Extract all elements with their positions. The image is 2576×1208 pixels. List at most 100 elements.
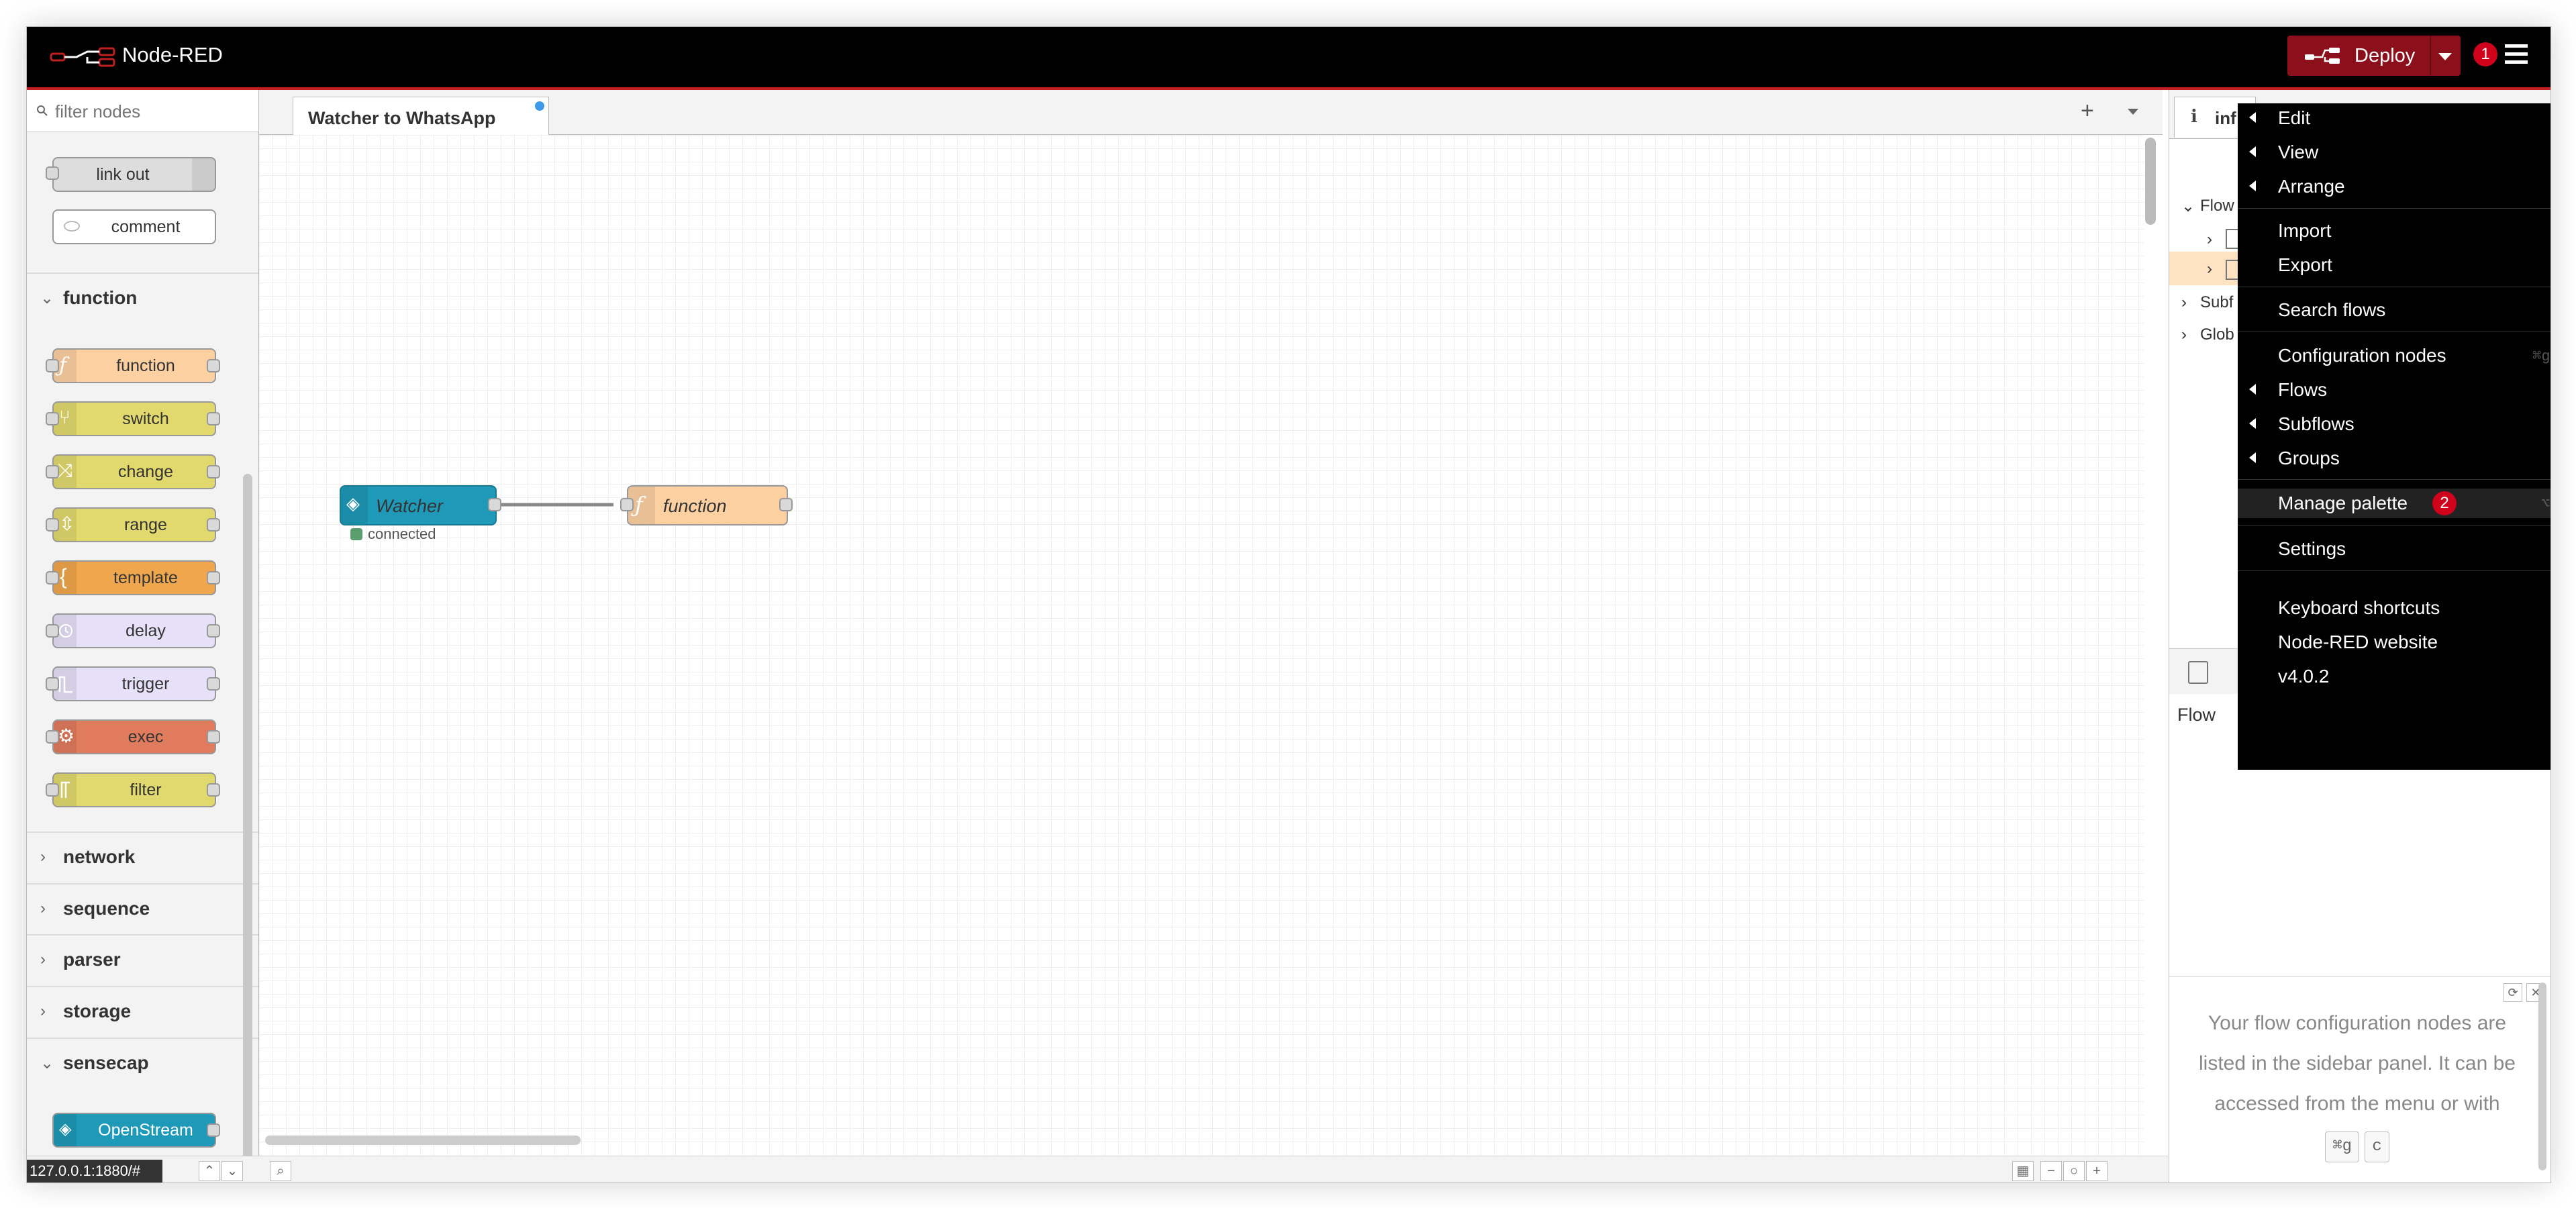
palette-node-trigger[interactable]: trigger bbox=[52, 666, 216, 701]
main-menu: Edit View Arrange Import⌘i Export⌘e Sear… bbox=[2238, 103, 2551, 770]
palette-scrollbar[interactable] bbox=[243, 474, 252, 1165]
chevron-down-icon: ⌄ bbox=[40, 1054, 54, 1072]
palette-node-range[interactable]: ⇳ range bbox=[52, 507, 216, 542]
canvas-vertical-scrollbar[interactable] bbox=[2145, 138, 2156, 225]
menu-item-keyboard-shortcuts[interactable]: Keyboard shortcuts⇧? bbox=[2238, 593, 2550, 623]
search-icon bbox=[37, 105, 48, 116]
chevron-right-icon[interactable]: › bbox=[2181, 293, 2187, 311]
category-parser[interactable]: › parser bbox=[27, 934, 258, 984]
refresh-icon[interactable]: ⟳ bbox=[2504, 983, 2522, 1002]
output-port[interactable] bbox=[779, 498, 793, 511]
input-port bbox=[46, 359, 59, 372]
menu-item-export[interactable]: Export⌘e bbox=[2238, 250, 2550, 280]
section-label: Flow bbox=[2177, 705, 2216, 725]
palette-node-template[interactable]: { template bbox=[52, 560, 216, 595]
help-panel: ⟳ ✕ Your flow configuration nodes are li… bbox=[2169, 976, 2550, 1182]
flow-node-function[interactable]: ƒ function bbox=[627, 485, 788, 525]
search-icon[interactable]: ⌕ bbox=[270, 1161, 291, 1181]
menu-item-manage-palette[interactable]: Manage palette⌥⇧p 2 bbox=[2238, 489, 2550, 518]
palette-node-openstream[interactable]: ◈ OpenStream bbox=[52, 1113, 216, 1148]
deploy-dropdown-icon[interactable] bbox=[2438, 53, 2452, 60]
output-port[interactable] bbox=[488, 498, 501, 511]
output-port bbox=[207, 465, 220, 479]
deploy-button[interactable]: Deploy bbox=[2287, 36, 2461, 76]
palette-expand-down-icon[interactable]: ⌄ bbox=[221, 1161, 243, 1181]
wire[interactable] bbox=[259, 135, 796, 538]
app-window: Node-RED Deploy 1 link out bbox=[26, 26, 2551, 1183]
template-icon: { bbox=[54, 562, 77, 594]
menu-item-configuration-nodes[interactable]: Configuration nodes⌘g c bbox=[2238, 341, 2550, 370]
category-network[interactable]: › network bbox=[27, 832, 258, 881]
palette-node-function[interactable]: ƒ function bbox=[52, 348, 216, 383]
palette-node-label: exec bbox=[128, 727, 164, 746]
zoom-out-icon[interactable]: − bbox=[2040, 1161, 2062, 1181]
menu-item-label: Node-RED website bbox=[2278, 632, 2438, 652]
input-port bbox=[46, 465, 59, 479]
menu-item-settings[interactable]: Settings⌘, bbox=[2238, 534, 2550, 564]
category-storage[interactable]: › storage bbox=[27, 986, 258, 1036]
add-flow-icon[interactable]: + bbox=[2081, 98, 2094, 123]
category-sequence[interactable]: › sequence bbox=[27, 883, 258, 933]
menu-item-edit[interactable]: Edit bbox=[2238, 103, 2550, 133]
canvas-horizontal-scrollbar[interactable] bbox=[265, 1136, 581, 1145]
header-bar: Node-RED Deploy 1 bbox=[27, 27, 2550, 90]
palette-node-label: comment bbox=[111, 217, 181, 236]
menu-item-groups[interactable]: Groups bbox=[2238, 444, 2550, 473]
zoom-reset-icon[interactable]: ○ bbox=[2063, 1161, 2085, 1181]
tab-info-label: inf bbox=[2215, 108, 2236, 128]
flow-canvas[interactable]: ◈ Watcher connected ƒ function bbox=[259, 135, 2144, 1155]
palette-node-comment[interactable]: comment bbox=[52, 209, 216, 244]
main-menu-button[interactable] bbox=[2505, 44, 2528, 64]
submenu-arrow-icon bbox=[2249, 384, 2256, 395]
status-url: 127.0.0.1:1880/# bbox=[27, 1160, 162, 1182]
menu-shortcut: ⌘f bbox=[2550, 302, 2551, 319]
menu-item-search-flows[interactable]: Search flows⌘f bbox=[2238, 295, 2551, 325]
node-palette: link out comment ⌄ function ƒ function ⑂… bbox=[27, 90, 259, 1182]
tree-item-global[interactable]: Glob bbox=[2200, 325, 2234, 344]
palette-node-switch[interactable]: ⑂ switch bbox=[52, 401, 216, 436]
tab-watcher-to-whatsapp[interactable]: Watcher to WhatsApp bbox=[293, 97, 549, 136]
chevron-right-icon[interactable]: › bbox=[2181, 325, 2187, 344]
menu-item-node-red-website[interactable]: Node-RED website bbox=[2238, 627, 2550, 657]
category-label: storage bbox=[63, 1001, 132, 1021]
flow-node-watcher[interactable]: ◈ Watcher bbox=[340, 485, 497, 525]
tab-list-dropdown-icon[interactable] bbox=[2128, 109, 2138, 115]
palette-node-label: function bbox=[116, 356, 175, 375]
menu-item-view[interactable]: View bbox=[2238, 138, 2550, 167]
palette-node-link-out[interactable]: link out bbox=[52, 157, 216, 192]
menu-item-label: Import bbox=[2278, 220, 2332, 241]
input-port bbox=[46, 783, 59, 797]
menu-item-subflows[interactable]: Subflows bbox=[2238, 409, 2550, 439]
chevron-down-icon[interactable]: ⌄ bbox=[2181, 197, 2195, 215]
input-port[interactable] bbox=[620, 498, 634, 511]
submenu-arrow-icon bbox=[2249, 112, 2256, 123]
help-scrollbar[interactable] bbox=[2538, 983, 2546, 1170]
tree-item-flows[interactable]: Flow bbox=[2200, 197, 2234, 215]
submenu-arrow-icon bbox=[2249, 418, 2256, 429]
input-port bbox=[46, 412, 59, 425]
navigator-map-icon[interactable]: ▦ bbox=[2012, 1161, 2034, 1181]
palette-filter-input[interactable] bbox=[54, 98, 251, 125]
palette-node-exec[interactable]: ⚙ exec bbox=[52, 719, 216, 754]
category-function[interactable]: ⌄ function bbox=[27, 272, 258, 322]
palette-node-change[interactable]: ⤨ change bbox=[52, 454, 216, 489]
chevron-right-icon[interactable]: › bbox=[2207, 260, 2212, 278]
category-sensecap[interactable]: ⌄ sensecap bbox=[27, 1038, 258, 1087]
category-label: parser bbox=[63, 949, 121, 970]
deploy-label: Deploy bbox=[2355, 45, 2416, 66]
menu-item-label: Keyboard shortcuts bbox=[2278, 597, 2440, 618]
output-port bbox=[207, 730, 220, 744]
changed-indicator bbox=[534, 100, 546, 112]
palette-node-delay[interactable]: delay bbox=[52, 613, 216, 648]
input-port bbox=[46, 677, 59, 691]
tree-item-subflows[interactable]: Subf bbox=[2200, 293, 2234, 311]
menu-item-arrange[interactable]: Arrange bbox=[2238, 172, 2550, 201]
palette-collapse-up-icon[interactable]: ⌃ bbox=[199, 1161, 220, 1181]
chevron-right-icon[interactable]: › bbox=[2207, 230, 2212, 248]
input-port bbox=[46, 730, 59, 744]
menu-item-import[interactable]: Import⌘i bbox=[2238, 216, 2550, 246]
menu-item-flows[interactable]: Flows bbox=[2238, 375, 2550, 405]
chevron-right-icon: › bbox=[40, 1002, 46, 1020]
palette-node-filter[interactable]: filter bbox=[52, 772, 216, 807]
zoom-in-icon[interactable]: + bbox=[2086, 1161, 2108, 1181]
